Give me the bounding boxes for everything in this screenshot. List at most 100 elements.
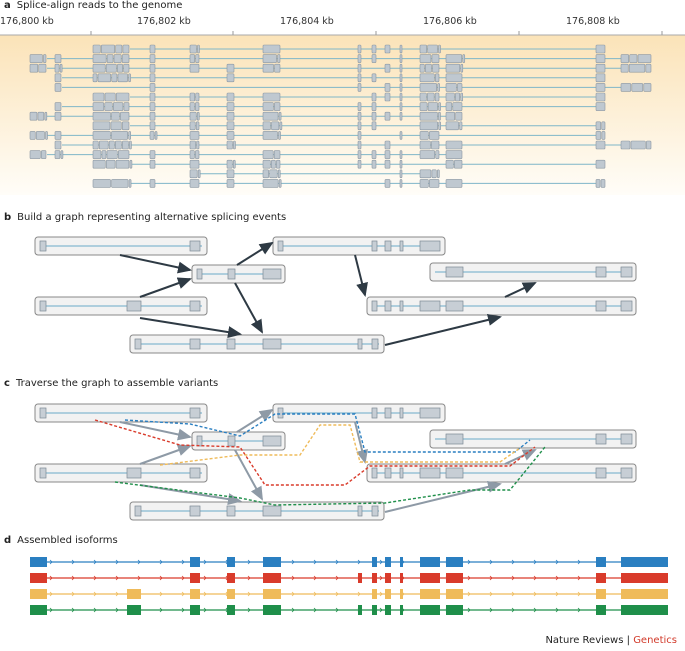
exon xyxy=(39,407,47,419)
aligned-read xyxy=(101,150,107,159)
aligned-read xyxy=(357,54,362,63)
strand-chevron-icon xyxy=(247,607,251,613)
aligned-read xyxy=(226,63,235,73)
aligned-read xyxy=(60,150,64,159)
aligned-read xyxy=(154,131,158,140)
strand-chevron-icon xyxy=(181,559,185,565)
aligned-read xyxy=(108,140,115,150)
exon xyxy=(399,240,404,252)
aligned-read xyxy=(38,63,47,73)
aligned-read xyxy=(419,92,427,102)
aligned-read xyxy=(98,140,109,150)
aligned-read xyxy=(189,63,200,73)
isoform-red-exon xyxy=(30,573,47,583)
isoform-green-exon xyxy=(190,605,200,615)
isoform-red-exon xyxy=(358,573,362,583)
isoform-green-exon xyxy=(400,605,403,615)
strand-chevron-icon xyxy=(313,591,317,597)
aligned-read xyxy=(419,179,429,188)
aligned-read xyxy=(115,159,130,169)
aligned-read xyxy=(106,150,118,159)
aligned-read xyxy=(92,150,102,159)
strand-chevron-icon xyxy=(137,575,141,581)
aligned-read xyxy=(121,54,130,63)
strand-chevron-icon xyxy=(291,591,295,597)
isoform-red-exon xyxy=(227,573,235,583)
isoform-blue-exon xyxy=(190,557,200,567)
aligned-read xyxy=(419,169,432,179)
isoform-yellow-exon xyxy=(596,589,606,599)
aligned-read xyxy=(595,140,606,150)
exon xyxy=(595,300,607,312)
aligned-read xyxy=(620,54,629,63)
aligned-read xyxy=(601,121,606,131)
aligned-read xyxy=(371,54,377,63)
exon xyxy=(226,338,236,350)
aligned-read xyxy=(45,131,48,140)
graph-edge-arrow xyxy=(234,282,263,334)
exon xyxy=(189,240,201,252)
aligned-read xyxy=(195,102,200,111)
aligned-read xyxy=(149,131,155,140)
aligned-read xyxy=(399,179,403,188)
aligned-read xyxy=(149,111,156,121)
aligned-read xyxy=(122,44,130,54)
strand-chevron-icon xyxy=(159,607,163,613)
graph-edge-arrow xyxy=(119,254,192,274)
aligned-read xyxy=(419,73,435,83)
aligned-read xyxy=(226,131,235,140)
strand-chevron-icon xyxy=(533,607,537,613)
aligned-read xyxy=(59,63,63,73)
aligned-read xyxy=(445,140,463,150)
aligned-read xyxy=(399,54,403,63)
exon xyxy=(419,300,441,312)
aligned-read xyxy=(122,140,129,150)
strand-chevron-icon xyxy=(181,607,185,613)
aligned-read xyxy=(357,73,362,83)
exon xyxy=(134,505,142,517)
strand-chevron-icon xyxy=(467,559,471,565)
aligned-read xyxy=(459,121,463,131)
strand-chevron-icon xyxy=(247,575,251,581)
exon xyxy=(189,505,201,517)
aligned-read xyxy=(189,54,195,63)
strand-chevron-icon xyxy=(533,559,537,565)
aligned-read xyxy=(595,73,606,83)
aligned-read xyxy=(371,102,377,111)
aligned-read xyxy=(97,73,112,83)
aligned-read xyxy=(128,73,131,83)
aligned-read xyxy=(457,83,463,92)
aligned-read xyxy=(195,150,200,159)
aligned-read xyxy=(226,121,235,131)
strand-chevron-icon xyxy=(511,591,515,597)
aligned-read xyxy=(149,83,156,92)
isoform-green-exon xyxy=(385,605,391,615)
aligned-read xyxy=(92,140,99,150)
isoform-red-exon xyxy=(190,573,200,583)
aligned-read xyxy=(233,140,236,150)
aligned-read xyxy=(429,179,440,188)
aligned-read xyxy=(149,179,156,188)
aligned-read xyxy=(111,73,118,83)
aligned-read xyxy=(620,83,632,92)
graph-edge-arrow xyxy=(354,421,368,464)
strand-chevron-icon xyxy=(357,559,361,565)
aligned-read xyxy=(445,121,459,131)
exon xyxy=(189,338,201,350)
aligned-read xyxy=(399,92,403,102)
aligned-read xyxy=(357,83,362,92)
aligned-read xyxy=(435,73,440,83)
exon xyxy=(357,505,363,517)
aligned-read xyxy=(104,102,113,111)
strand-chevron-icon xyxy=(467,591,471,597)
aligned-read xyxy=(595,102,606,111)
aligned-read xyxy=(54,63,60,73)
aligned-read xyxy=(595,121,602,131)
aligned-read xyxy=(117,150,130,159)
isoform-blue-exon xyxy=(30,557,47,567)
aligned-read xyxy=(399,159,403,169)
aligned-read xyxy=(120,111,130,121)
aligned-read xyxy=(278,179,282,188)
axis-tick-label: 176,802 kb xyxy=(137,16,191,27)
isoform-yellow-exon xyxy=(446,589,463,599)
